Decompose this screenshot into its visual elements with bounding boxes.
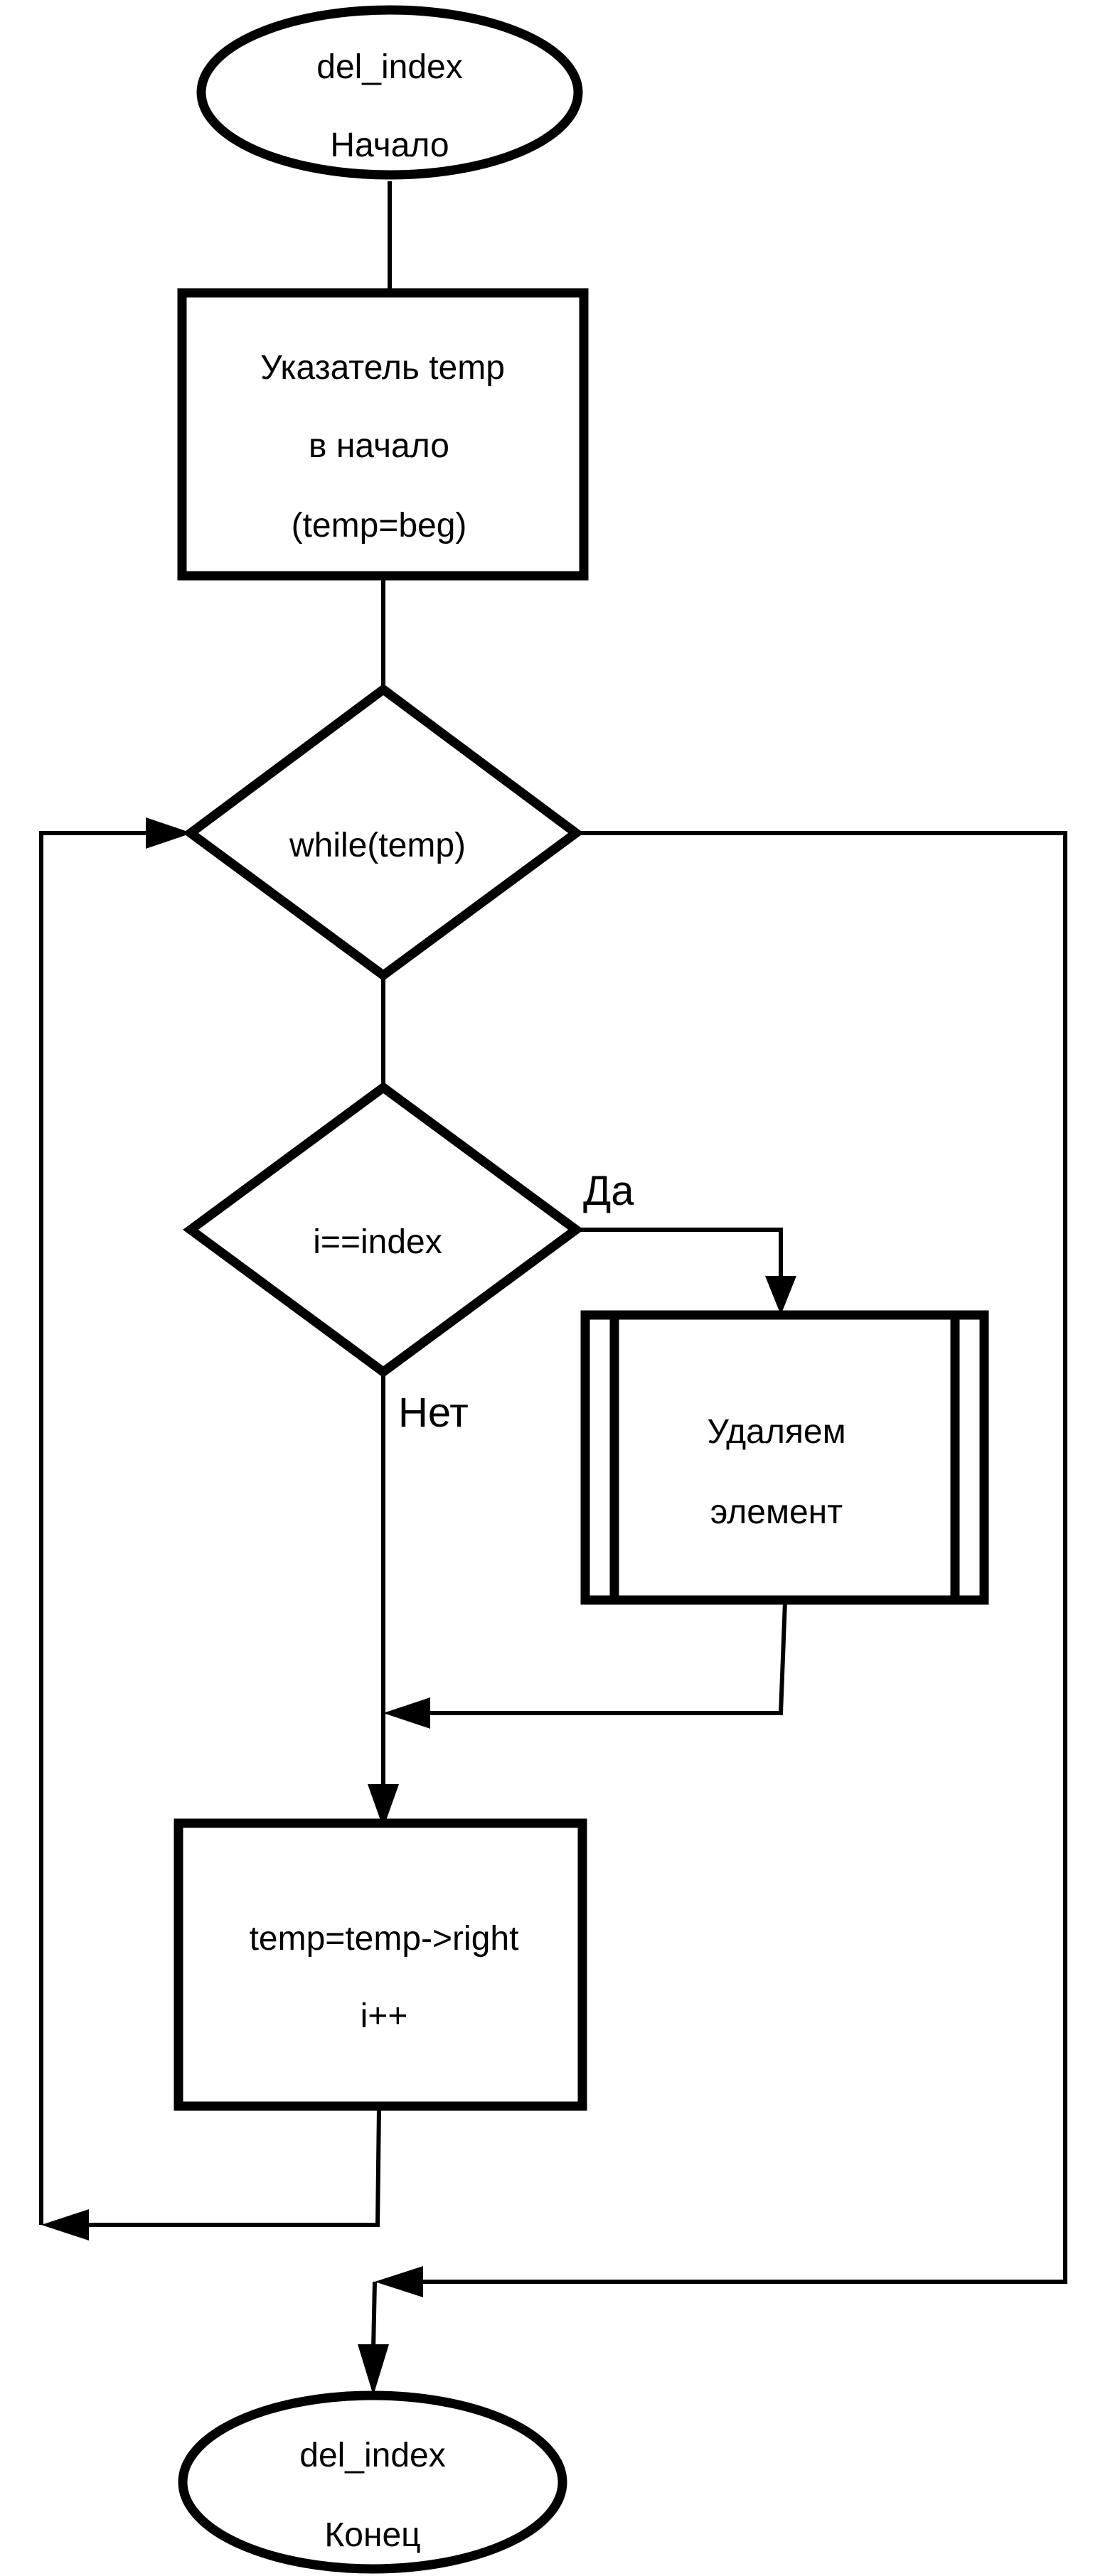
yes-label: Да <box>583 1168 634 1214</box>
edge-delete-merge <box>423 1601 787 1715</box>
init-text-line3: (temp=beg) <box>292 507 467 544</box>
loop-decision: while(temp) <box>183 683 584 982</box>
loop-condition: while(temp) <box>289 827 466 864</box>
step-process: temp=temp->right i++ <box>174 1818 587 2111</box>
init-process: Указатель temp в начало (temp=beg) <box>177 288 589 581</box>
delete-subprocess: Удаляем элемент <box>580 1310 989 1605</box>
edge-step-loop-back <box>82 2107 381 2227</box>
connectors <box>39 181 1067 2350</box>
end-terminator: del_index Конец <box>178 2390 567 2574</box>
start-title: del_index <box>316 48 463 86</box>
check-decision: i==index <box>183 1081 584 1378</box>
step-text-line2: i++ <box>361 1997 408 2035</box>
edge-loop-exit <box>420 831 1067 2284</box>
arrowhead-into-delete <box>765 1276 796 1315</box>
step-text-line1: temp=temp->right <box>250 1920 519 1958</box>
delete-text-line2: элемент <box>710 1493 843 1531</box>
arrowhead-into-end <box>358 2344 389 2395</box>
no-label: Нет <box>398 1390 469 1436</box>
arrowhead-into-loop <box>146 817 192 849</box>
edge-yes-to-delete <box>576 1228 783 1276</box>
edge-to-end <box>371 2281 377 2350</box>
arrowheads <box>41 817 796 2395</box>
arrowhead-merge <box>383 1697 430 1729</box>
arrowhead-exit-merge <box>375 2266 423 2297</box>
arrowhead-into-step <box>368 1784 399 1828</box>
init-text-line2: в начало <box>309 427 449 465</box>
end-title: del_index <box>299 2437 446 2474</box>
start-subtitle: Начало <box>330 127 449 164</box>
start-terminator: del_index Начало <box>196 5 583 180</box>
end-subtitle: Конец <box>324 2516 420 2554</box>
check-condition: i==index <box>313 1223 442 1261</box>
init-text-line1: Указатель temp <box>260 349 505 387</box>
delete-text-line1: Удаляем <box>707 1413 845 1451</box>
arrowhead-loop-back <box>41 2209 89 2240</box>
edge-loop-back-up <box>39 831 153 2225</box>
